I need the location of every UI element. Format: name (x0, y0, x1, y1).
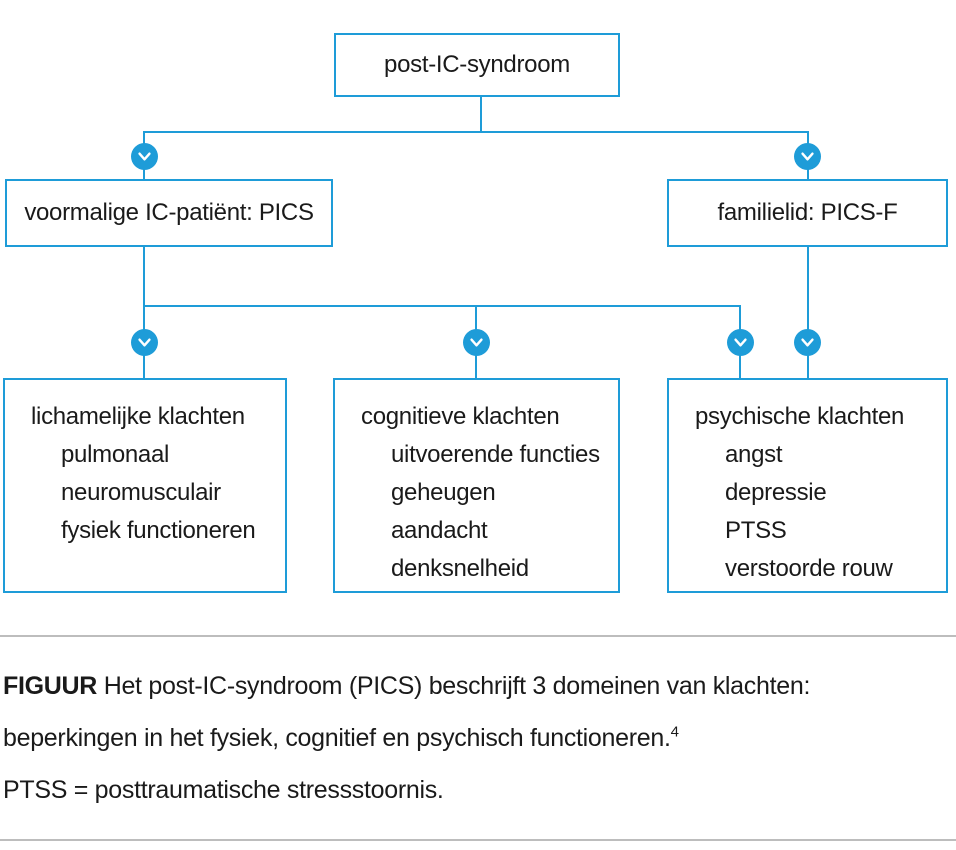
domain-item: uitvoerende functies (391, 441, 600, 468)
domain-item: verstoorde rouw (725, 555, 893, 582)
figure-caption: FIGUUR Het post-IC-syndroom (PICS) besch… (3, 660, 953, 816)
chevron-down-icon (794, 329, 821, 356)
cognitive-domain-box: cognitieve klachten uitvoerende functies… (333, 378, 620, 593)
caption-figure-label: FIGUUR (3, 672, 98, 700)
root-box: post-IC-syndroom (334, 33, 620, 97)
domain-item: PTSS (725, 517, 787, 544)
domain-title: psychische klachten (695, 403, 905, 430)
caption-line-1: FIGUUR Het post-IC-syndroom (PICS) besch… (3, 660, 953, 712)
connector-line (143, 247, 145, 307)
root-box-label: post-IC-syndroom (384, 51, 570, 78)
chevron-down-icon (463, 329, 490, 356)
domain-item: pulmonaal (61, 441, 170, 468)
caption-text-2: beperkingen in het fysiek, cognitief en … (3, 724, 671, 752)
domain-item: geheugen (391, 479, 496, 506)
family-box: familielid: PICS-F (667, 179, 948, 247)
connector-line (807, 247, 809, 378)
domain-item: angst (725, 441, 783, 468)
connector-line (480, 96, 482, 132)
domain-item: denksnelheid (391, 555, 529, 582)
caption-line-2: beperkingen in het fysiek, cognitief en … (3, 712, 953, 764)
chevron-down-icon (794, 143, 821, 170)
chevron-down-icon (131, 329, 158, 356)
domain-item: neuromusculair (61, 479, 221, 506)
chevron-down-icon (727, 329, 754, 356)
connector-line (143, 131, 809, 133)
patient-box-label: voormalige IC-patiënt: PICS (24, 199, 314, 226)
caption-line-3: PTSS = posttraumatische stressstoornis. (3, 764, 953, 816)
connector-line (143, 305, 741, 307)
domain-item: aandacht (391, 517, 488, 544)
divider-bottom (0, 839, 956, 841)
chevron-down-icon (131, 143, 158, 170)
physical-domain-box: lichamelijke klachten pulmonaal neuromus… (3, 378, 287, 593)
caption-text-1: Het post-IC-syndroom (PICS) beschrijft 3… (103, 672, 811, 700)
caption-reference-superscript: 4 (670, 723, 679, 741)
psychological-domain-box: psychische klachten angst depressie PTSS… (667, 378, 948, 593)
domain-title: cognitieve klachten (361, 403, 560, 430)
domain-item: fysiek functioneren (61, 517, 256, 544)
domain-title: lichamelijke klachten (31, 403, 245, 430)
family-box-label: familielid: PICS-F (717, 199, 898, 226)
caption-text-3: PTSS = posttraumatische stressstoornis. (3, 776, 444, 804)
patient-box: voormalige IC-patiënt: PICS (5, 179, 333, 247)
divider-top (0, 635, 956, 637)
domain-item: depressie (725, 479, 827, 506)
